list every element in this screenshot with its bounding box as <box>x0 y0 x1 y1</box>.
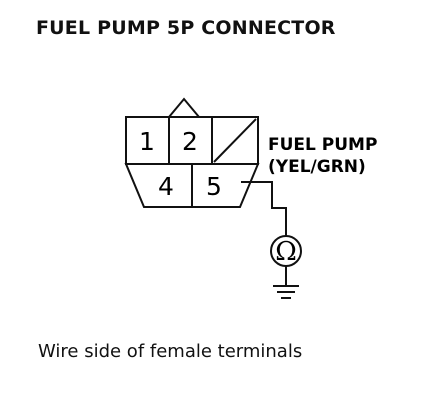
connector-lock-tab <box>168 97 200 118</box>
wire-yel-grn <box>241 181 287 236</box>
connector-lower-row <box>124 163 260 208</box>
pin-2-label: 2 <box>182 127 198 156</box>
empty-cavity-slash <box>213 118 257 163</box>
pin-4-label: 4 <box>158 172 174 201</box>
diagram-title: FUEL PUMP 5P CONNECTOR <box>36 17 336 39</box>
wire-color-label: (YEL/GRN) <box>268 157 366 177</box>
ground-icon <box>273 285 299 299</box>
diagram-caption: Wire side of female terminals <box>38 341 303 362</box>
pin-1-label: 1 <box>139 127 155 156</box>
ohmmeter-icon: Ω <box>275 237 297 267</box>
pin-5-label: 5 <box>206 172 222 201</box>
fuel-pump-label: FUEL PUMP <box>268 135 377 155</box>
